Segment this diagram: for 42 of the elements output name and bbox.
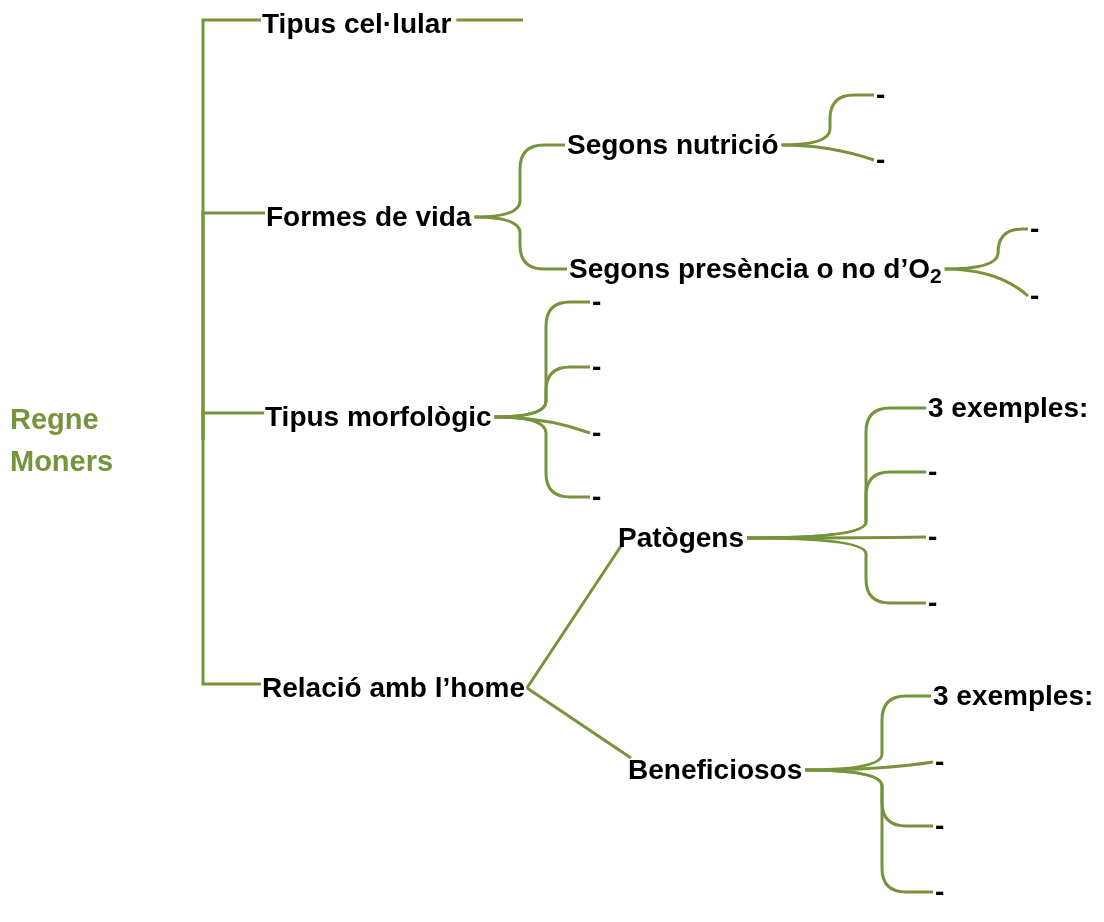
blank-dash: - <box>935 810 945 842</box>
branch-label: 3 exemples: <box>933 680 1094 712</box>
brace-arm <box>474 215 567 271</box>
bracket-line <box>201 440 261 686</box>
branch-label: 3 exemples: <box>928 392 1089 424</box>
blank-dash: - <box>928 456 938 488</box>
brace-arm <box>805 768 933 894</box>
blank-dash: - <box>928 521 938 553</box>
blank-dash: - <box>592 286 602 318</box>
brace-arm <box>781 143 875 162</box>
blank-dash: - <box>592 351 602 383</box>
brace-arm <box>805 760 934 772</box>
connector-line <box>526 686 632 760</box>
blank-dash: - <box>876 144 886 176</box>
root-label: Regne Moners <box>10 402 115 479</box>
brace-arm <box>474 143 565 219</box>
blank-dash: - <box>935 876 945 908</box>
connector-line <box>456 18 523 22</box>
blank-dash: - <box>935 746 945 778</box>
branch-label: Segons presència o no d’O$_{2}$ <box>569 253 942 285</box>
branch-label: Beneficiosos <box>628 754 803 786</box>
bracket-line <box>201 411 264 440</box>
brace-arm <box>747 535 927 540</box>
blank-dash: - <box>1030 280 1040 312</box>
branch-label: Tipus morfològic <box>265 401 492 433</box>
branch-label: Segons nutrició <box>567 129 779 161</box>
branch-label: Tipus cel·lular <box>262 8 452 40</box>
brace-arm <box>944 267 1029 298</box>
branch-label: Relació amb l’home <box>262 672 525 704</box>
blank-dash: - <box>592 481 602 513</box>
blank-dash: - <box>928 587 938 619</box>
brace-arm <box>944 227 1028 271</box>
brace-arm <box>781 93 874 147</box>
blank-dash: - <box>876 79 886 111</box>
brace-arm <box>494 365 590 419</box>
blank-dash: - <box>1030 213 1040 245</box>
blank-dash: - <box>592 417 602 449</box>
branch-label: Patògens <box>618 522 745 554</box>
connector-line <box>525 545 623 689</box>
branch-label: Formes de vida <box>266 201 472 233</box>
brace-arm <box>494 415 590 499</box>
brace-arm <box>747 536 926 605</box>
